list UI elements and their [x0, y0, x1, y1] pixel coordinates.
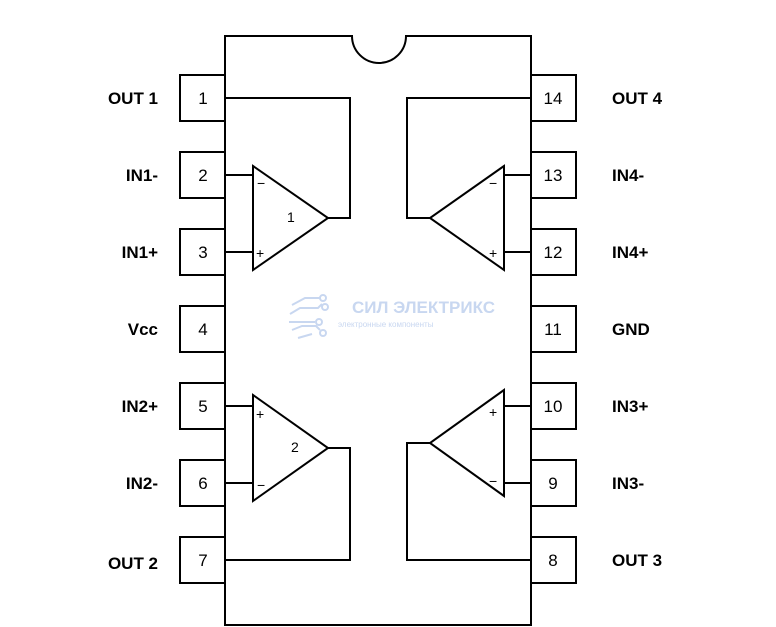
minus-sign: − — [489, 473, 497, 489]
minus-sign: − — [489, 175, 497, 191]
pin-8: 8 OUT 3 — [530, 536, 662, 584]
pin-4: 4 Vcc — [128, 305, 226, 353]
minus-sign: − — [257, 477, 265, 493]
plus-sign: + — [489, 404, 497, 420]
watermark-title: СИЛ ЭЛЕКТРИКС — [352, 298, 495, 317]
pin-label: IN4- — [612, 166, 644, 185]
op-amp-number: 1 — [287, 209, 295, 225]
op-amp-1: 1 − + — [225, 97, 351, 272]
pin-3: 3 IN1+ — [122, 228, 226, 276]
pin-number: 11 — [544, 320, 562, 339]
op-amp-2: 2 + − — [225, 393, 351, 561]
pin-label: IN4+ — [612, 243, 648, 262]
watermark-subtitle: электронные компоненты — [338, 320, 434, 329]
left-pins: 1 OUT 1 2 IN1- 3 IN1+ 4 Vcc 5 IN2+ 6 IN2- 7 OUT… — [108, 74, 226, 584]
pin-label: OUT 1 — [108, 89, 158, 108]
pin-5: 5 IN2+ — [122, 382, 226, 430]
pin-6: 6 IN2- — [126, 459, 226, 507]
pin-number: 8 — [548, 551, 557, 570]
op-amp-4: − + — [406, 97, 531, 272]
pin-number: 9 — [548, 474, 557, 493]
pin-label: IN3+ — [612, 397, 648, 416]
pin-label: IN2- — [126, 474, 158, 493]
pin-label: OUT 2 — [108, 554, 158, 573]
pin-10: 10 IN3+ — [530, 382, 648, 430]
pin-number: 14 — [544, 89, 563, 108]
pin-number: 2 — [198, 166, 207, 185]
pin-label: IN1+ — [122, 243, 158, 262]
pin-number: 12 — [544, 243, 563, 262]
pin-7: 7 OUT 2 — [108, 536, 226, 584]
pin-number: 3 — [198, 243, 207, 262]
op-amp-number: 2 — [291, 439, 299, 455]
pin-label: Vcc — [128, 320, 158, 339]
op-amp-3: + − — [406, 388, 531, 561]
pin-label: IN2+ — [122, 397, 158, 416]
watermark-logo: СИЛ ЭЛЕКТРИКС электронные компоненты — [289, 294, 495, 339]
pin-14: 14 OUT 4 — [530, 74, 663, 122]
pin-number: 10 — [544, 397, 563, 416]
ic-body — [224, 35, 532, 626]
pin-1: 1 OUT 1 — [108, 74, 226, 122]
pin-number: 7 — [198, 551, 207, 570]
minus-sign: − — [257, 175, 265, 191]
pin-12: 12 IN4+ — [530, 228, 648, 276]
pin-label: IN3- — [612, 474, 644, 493]
plus-sign: + — [256, 245, 264, 261]
plus-sign: + — [256, 406, 264, 422]
pin-number: 13 — [544, 166, 563, 185]
pin-2: 2 IN1- — [126, 151, 226, 199]
pin-11: 11 GND — [530, 305, 650, 353]
pin-number: 4 — [198, 320, 207, 339]
pin-13: 13 IN4- — [530, 151, 644, 199]
plus-sign: + — [489, 245, 497, 261]
pin-9: 9 IN3- — [530, 459, 644, 507]
pin-number: 5 — [198, 397, 207, 416]
pin-number: 1 — [198, 89, 207, 108]
pin-number: 6 — [198, 474, 207, 493]
right-pins: 14 OUT 4 13 IN4- 12 IN4+ 11 GND 10 IN3+ 9 IN3-… — [530, 74, 663, 584]
pin-label: OUT 3 — [612, 551, 662, 570]
pin-label: IN1- — [126, 166, 158, 185]
pin-label: GND — [612, 320, 650, 339]
pin-label: OUT 4 — [612, 89, 663, 108]
